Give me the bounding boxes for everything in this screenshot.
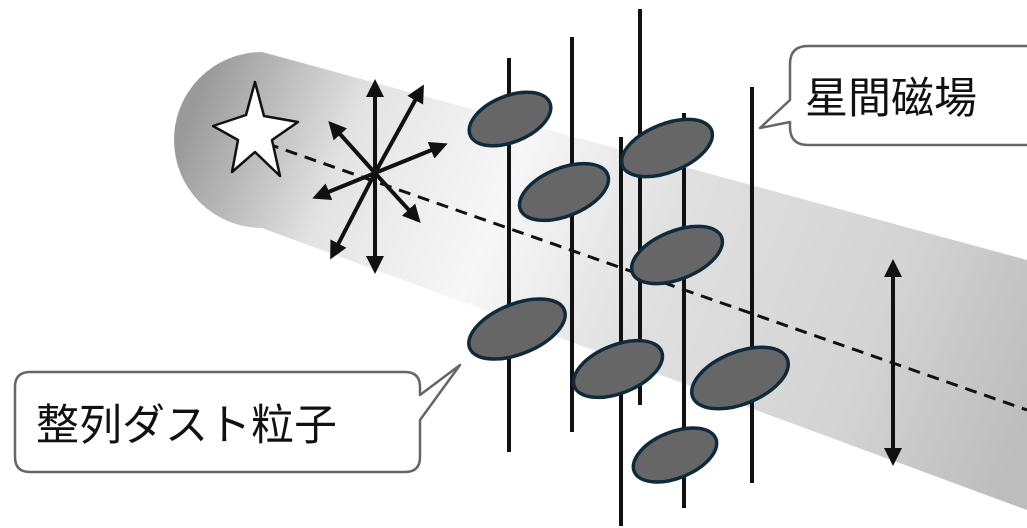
unpolarized-light-arrows bbox=[312, 79, 448, 274]
magnetic-field-lines bbox=[507, 9, 754, 526]
aligned-dust-label: 整列ダスト粒子 bbox=[36, 401, 337, 451]
dust-grain bbox=[517, 161, 611, 223]
dust-grain bbox=[689, 345, 791, 411]
dust-grain bbox=[467, 90, 553, 148]
dust-grain bbox=[629, 224, 725, 286]
dust-grain bbox=[467, 297, 567, 361]
dust-grains-callout: 整列ダスト粒子 bbox=[13, 363, 462, 474]
dust-grains bbox=[467, 90, 791, 484]
magnetic-field-callout: 星間磁場 bbox=[758, 44, 1027, 147]
magnetic-field-label: 星間磁場 bbox=[805, 74, 977, 124]
dust-grain bbox=[619, 117, 715, 179]
star-icon bbox=[211, 80, 300, 178]
dust-grain bbox=[571, 338, 665, 400]
beam-axis bbox=[247, 135, 1027, 412]
dust-grain bbox=[631, 426, 719, 484]
